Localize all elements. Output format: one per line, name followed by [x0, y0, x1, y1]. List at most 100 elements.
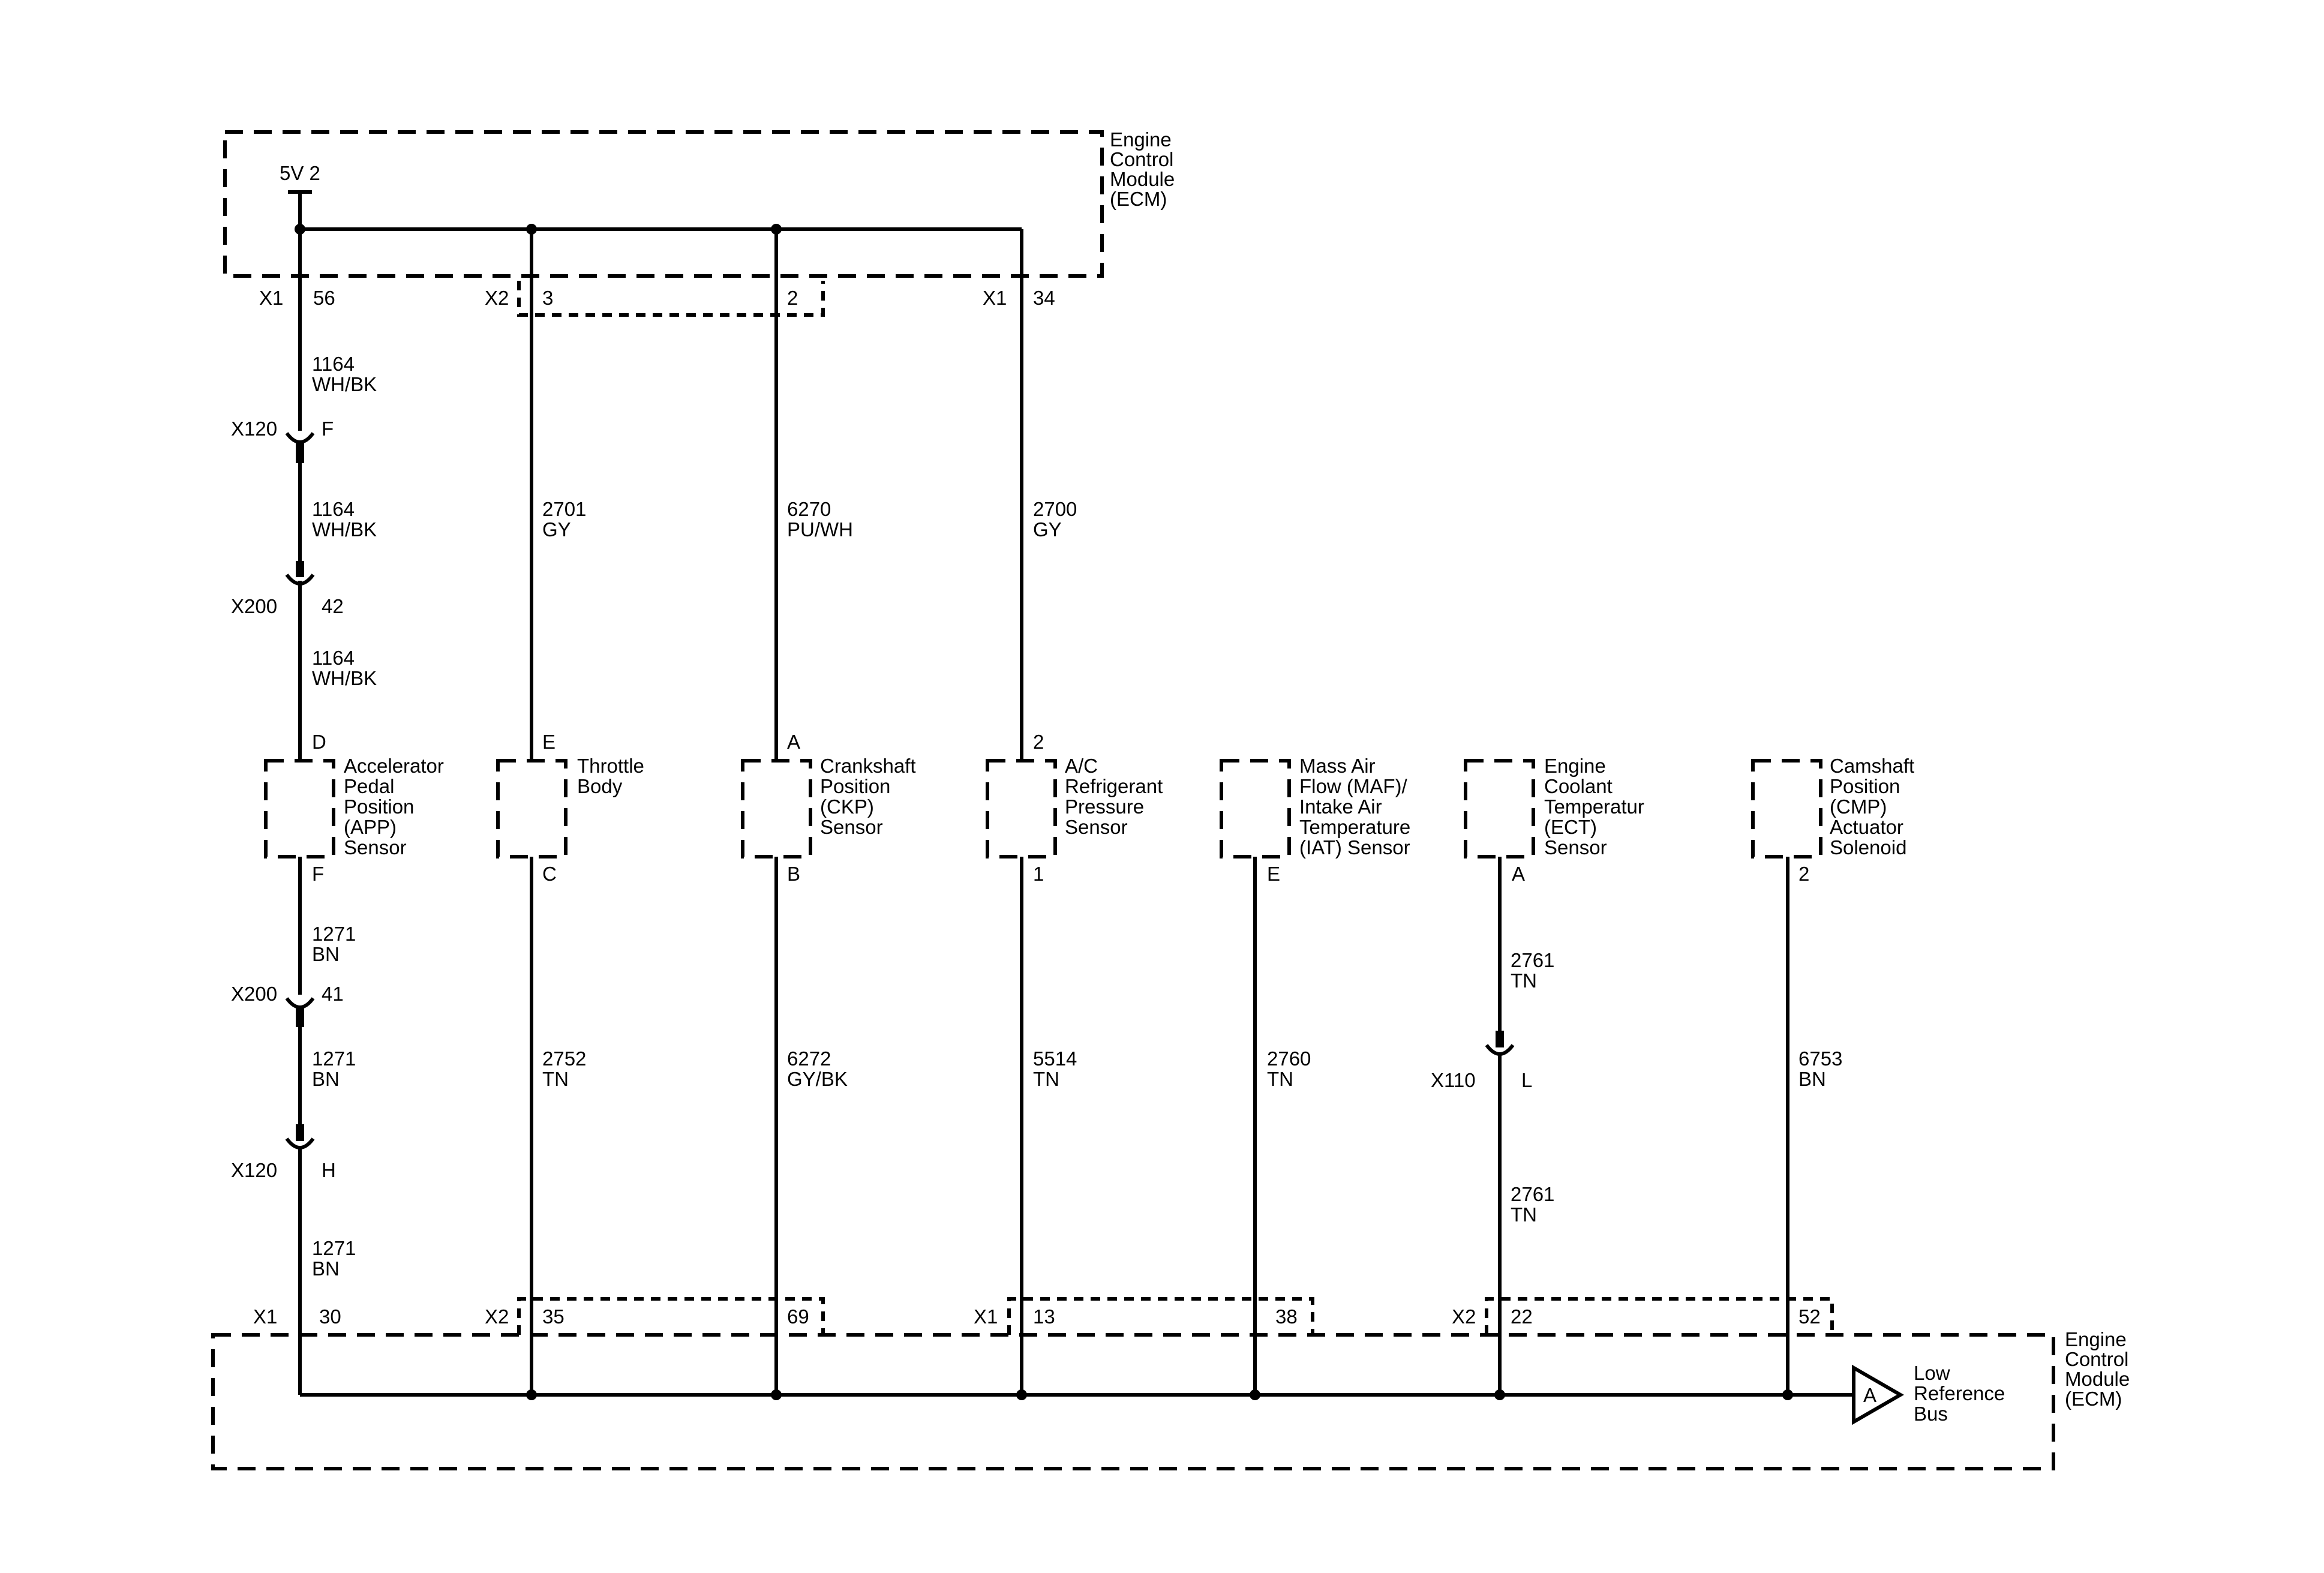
component-pin-top: D	[312, 731, 326, 753]
component-name-line: Flow (MAF)/	[1299, 775, 1407, 797]
component-outline	[1464, 759, 1535, 858]
wire-color: TN	[1511, 969, 1537, 992]
inline-connector-pin: 42	[322, 595, 344, 617]
component-pin-bottom: C	[542, 863, 557, 885]
inline-connector-name: X200	[231, 595, 277, 617]
wire-circuit-number: 2761	[1511, 1183, 1554, 1205]
component-name-line: Refrigerant	[1065, 775, 1163, 797]
components: D F Accelerator Pedal Position (APP) Sen…	[264, 731, 1914, 885]
wire-color: BN	[1798, 1068, 1826, 1090]
ecm-top-name-3: Module	[1110, 168, 1175, 190]
wire-labels: 1164 WH/BK 1164 WH/BK 1164 WH/BK 2701 GY…	[312, 353, 1842, 1280]
pin-number-label: 3	[542, 287, 553, 309]
ecm-top-name-2: Control	[1110, 148, 1173, 170]
wire-circuit-number: 2700	[1033, 498, 1077, 520]
component-name-line: Coolant	[1544, 775, 1613, 797]
component-outline	[741, 759, 812, 858]
component-name-line: Sensor	[1544, 836, 1607, 858]
bus-label-line: Bus	[1914, 1403, 1948, 1425]
wire-circuit-number: 2701	[542, 498, 586, 520]
wire-circuit-number: 5514	[1033, 1047, 1077, 1070]
pin-number-label: 13	[1033, 1305, 1055, 1328]
component-ac-pressure-sensor: 2 1 A/C Refrigerant Pressure Sensor	[986, 731, 1163, 885]
component-outline	[1220, 759, 1291, 858]
component-name-line: Solenoid	[1830, 836, 1906, 858]
wire-circuit-number: 1164	[312, 498, 355, 520]
wire-color: TN	[1511, 1203, 1537, 1226]
pin-number-label: 69	[787, 1305, 809, 1328]
inline-connector-female	[285, 997, 315, 1009]
junction-dot	[526, 1389, 537, 1400]
component-name-line: Throttle	[577, 755, 644, 777]
component-app-sensor: D F Accelerator Pedal Position (APP) Sen…	[264, 731, 444, 885]
component-ckp-sensor: A B Crankshaft Position (CKP) Sensor	[741, 731, 916, 885]
inline-connector-name: X120	[231, 1159, 277, 1181]
ecm-top-name-4: (ECM)	[1110, 188, 1167, 210]
ecm-top-boundary	[223, 130, 1104, 278]
inline-connector-pin: H	[322, 1159, 336, 1181]
ecm-bottom-boundary	[211, 1333, 2055, 1470]
junction-dot	[1782, 1389, 1793, 1400]
wire-circuit-number: 1271	[312, 1047, 356, 1070]
pin-connector-label: X2	[485, 1305, 509, 1328]
bus-label-line: Reference	[1914, 1382, 2005, 1404]
wire-color: BN	[312, 1257, 340, 1280]
wire-circuit-number: 6753	[1798, 1047, 1842, 1070]
component-ect-sensor: A Engine Coolant Temperatur (ECT) Sensor	[1464, 755, 1644, 885]
component-name-line: Position	[820, 775, 890, 797]
component-name-line: A/C	[1065, 755, 1098, 777]
pin-connector-label: X1	[259, 287, 283, 309]
x2-connector-outline-bottom-right	[1485, 1297, 1834, 1335]
component-pin-top: E	[542, 731, 556, 753]
wire-circuit-number: 2760	[1267, 1047, 1311, 1070]
inline-connector-female	[285, 1137, 315, 1149]
component-name-line: Sensor	[820, 816, 883, 838]
component-name-line: Body	[577, 775, 623, 797]
component-name-line: Position	[344, 795, 414, 818]
pin-number-label: 22	[1511, 1305, 1533, 1328]
x2-connector-outline-top	[517, 281, 825, 317]
component-outline	[986, 759, 1057, 858]
inline-connector-name: X120	[231, 418, 277, 440]
pin-connector-label: X2	[1452, 1305, 1476, 1328]
supply-label: 5V 2	[280, 162, 320, 184]
inline-connector-pin: L	[1521, 1069, 1532, 1091]
component-name-line: Sensor	[344, 836, 407, 858]
wire-circuit-number: 6272	[787, 1047, 831, 1070]
top-pin-labels: X1 56 X2 3 2 X1 34	[259, 287, 1055, 309]
component-name-line: Accelerator	[344, 755, 444, 777]
junction-dot	[1250, 1389, 1260, 1400]
junction-dot	[771, 1389, 782, 1400]
pin-connector-label: X1	[253, 1305, 277, 1328]
component-pin-bottom: F	[312, 863, 324, 885]
component-pin-bottom: 2	[1798, 863, 1809, 885]
ecm-top-name-1: Engine	[1110, 128, 1172, 151]
wire-color: TN	[1267, 1068, 1293, 1090]
component-name-line: Temperatur	[1544, 795, 1644, 818]
bus-symbol-label: A	[1863, 1384, 1876, 1406]
component-maf-iat-sensor: E Mass Air Flow (MAF)/ Intake Air Temper…	[1220, 755, 1410, 885]
ecm-bottom-module: A Low Reference Bus Engine Control Modul…	[211, 1297, 2130, 1470]
pin-connector-label: X2	[485, 287, 509, 309]
inline-connector-name: X110	[1431, 1069, 1476, 1091]
component-pin-bottom: 1	[1033, 863, 1044, 885]
component-name-line: (APP)	[344, 816, 397, 838]
wire-circuit-number: 2761	[1511, 949, 1554, 971]
component-outline	[264, 759, 335, 858]
component-name-line: Pedal	[344, 775, 394, 797]
component-name-line: Crankshaft	[820, 755, 916, 777]
wire-circuit-number: 1164	[312, 647, 355, 669]
component-name-line: Mass Air	[1299, 755, 1376, 777]
inline-connector-female	[285, 574, 315, 586]
inline-connector-female	[285, 432, 315, 444]
circuit-wires	[298, 229, 1789, 1395]
component-name-line: Sensor	[1065, 816, 1128, 838]
inline-connector-pin: 41	[322, 983, 344, 1005]
x1-connector-outline-bottom	[1007, 1297, 1314, 1335]
component-outline	[496, 759, 568, 858]
component-name-line: Pressure	[1065, 795, 1144, 818]
component-name-line: (IAT) Sensor	[1299, 836, 1410, 858]
pin-number-label: 52	[1798, 1305, 1821, 1328]
component-name-line: Engine	[1544, 755, 1606, 777]
